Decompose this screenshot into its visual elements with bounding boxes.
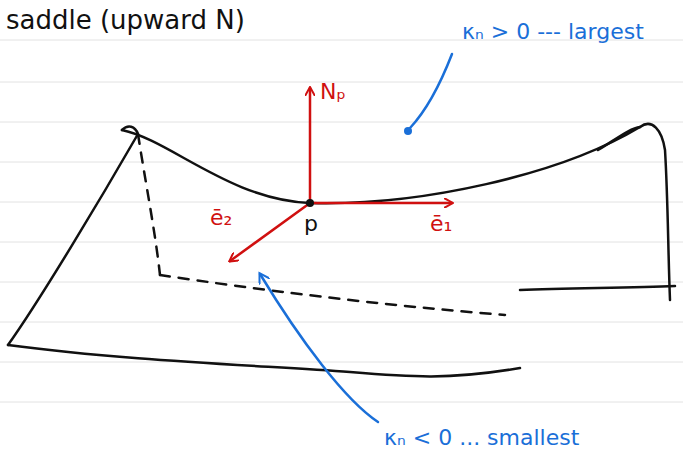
- curvature-note: κₙ > 0 --- largest: [462, 20, 644, 44]
- leader-dot: [404, 127, 412, 135]
- point-label: p: [304, 212, 318, 236]
- frame-vector: [230, 88, 452, 261]
- curvature-note: κₙ < 0 ... smallest: [384, 426, 579, 450]
- vector-label: ē₁: [430, 212, 452, 236]
- leader-line: [260, 54, 452, 422]
- normal-label: Nₚ: [320, 80, 346, 104]
- notebook-rule: [0, 40, 683, 402]
- hidden-edge: [138, 134, 505, 315]
- vector-label: ē₂: [210, 206, 232, 230]
- point-p: [306, 199, 314, 207]
- heading: saddle (upward N): [6, 6, 245, 35]
- saddle-surface: [8, 124, 675, 376]
